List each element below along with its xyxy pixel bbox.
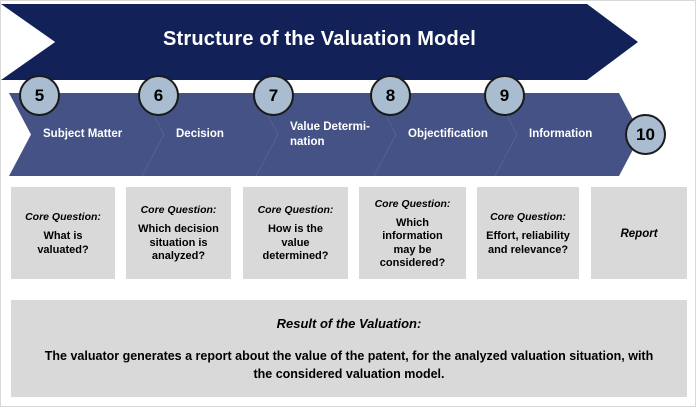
step-number-10[interactable]: 10 (625, 114, 666, 155)
result-body: The valuator generates a report about th… (44, 349, 654, 381)
core-question-label-3: Core Question: (257, 204, 334, 217)
process-step-4-label: Objectification (408, 128, 488, 140)
report-box: Report (591, 187, 687, 279)
core-question-text-3: How is the value determined? (262, 223, 329, 263)
core-question-text-5: Effort, reliability and relevance? (486, 230, 570, 256)
core-question-box-4: Core Question: Which information may be … (359, 187, 466, 279)
step-number-9[interactable]: 9 (484, 75, 525, 116)
core-question-label-4: Core Question: (374, 197, 451, 210)
step-number-5[interactable]: 5 (19, 75, 60, 116)
process-step-2-label: Decision (176, 128, 224, 140)
result-panel: Result of the Valuation: The valuator ge… (11, 300, 687, 397)
report-label: Report (620, 228, 658, 240)
process-chevron-band: Subject Matter Decision Value Determi- n… (9, 93, 681, 176)
core-question-label-5: Core Question: (490, 211, 566, 223)
core-question-label-1: Core Question: (25, 211, 101, 223)
process-step-5-label: Information (529, 128, 593, 140)
core-question-box-3: Core Question: How is the value determin… (243, 187, 348, 279)
page-title: Structure of the Valuation Model (162, 28, 477, 50)
step-number-6[interactable]: 6 (138, 75, 179, 116)
step-number-8[interactable]: 8 (370, 75, 411, 116)
core-question-box-1: Core Question: What is valuated? (11, 187, 115, 279)
core-question-text-1: What is valuated? (37, 230, 89, 256)
core-question-box-5: Core Question: Effort, reliability and r… (477, 187, 579, 279)
core-question-box-2: Core Question: Which decision situation … (126, 187, 231, 279)
step-number-7[interactable]: 7 (253, 75, 294, 116)
core-question-label-2: Core Question: (140, 204, 217, 217)
result-title: Result of the Valuation: (276, 316, 422, 331)
core-question-text-4: Which information may be considered? (379, 216, 446, 270)
title-banner (1, 4, 638, 80)
process-step-3-label: Value Determi- nation (290, 120, 370, 148)
process-step-1-label: Subject Matter (43, 128, 123, 140)
core-question-text-2: Which decision situation is analyzed? (138, 223, 219, 263)
